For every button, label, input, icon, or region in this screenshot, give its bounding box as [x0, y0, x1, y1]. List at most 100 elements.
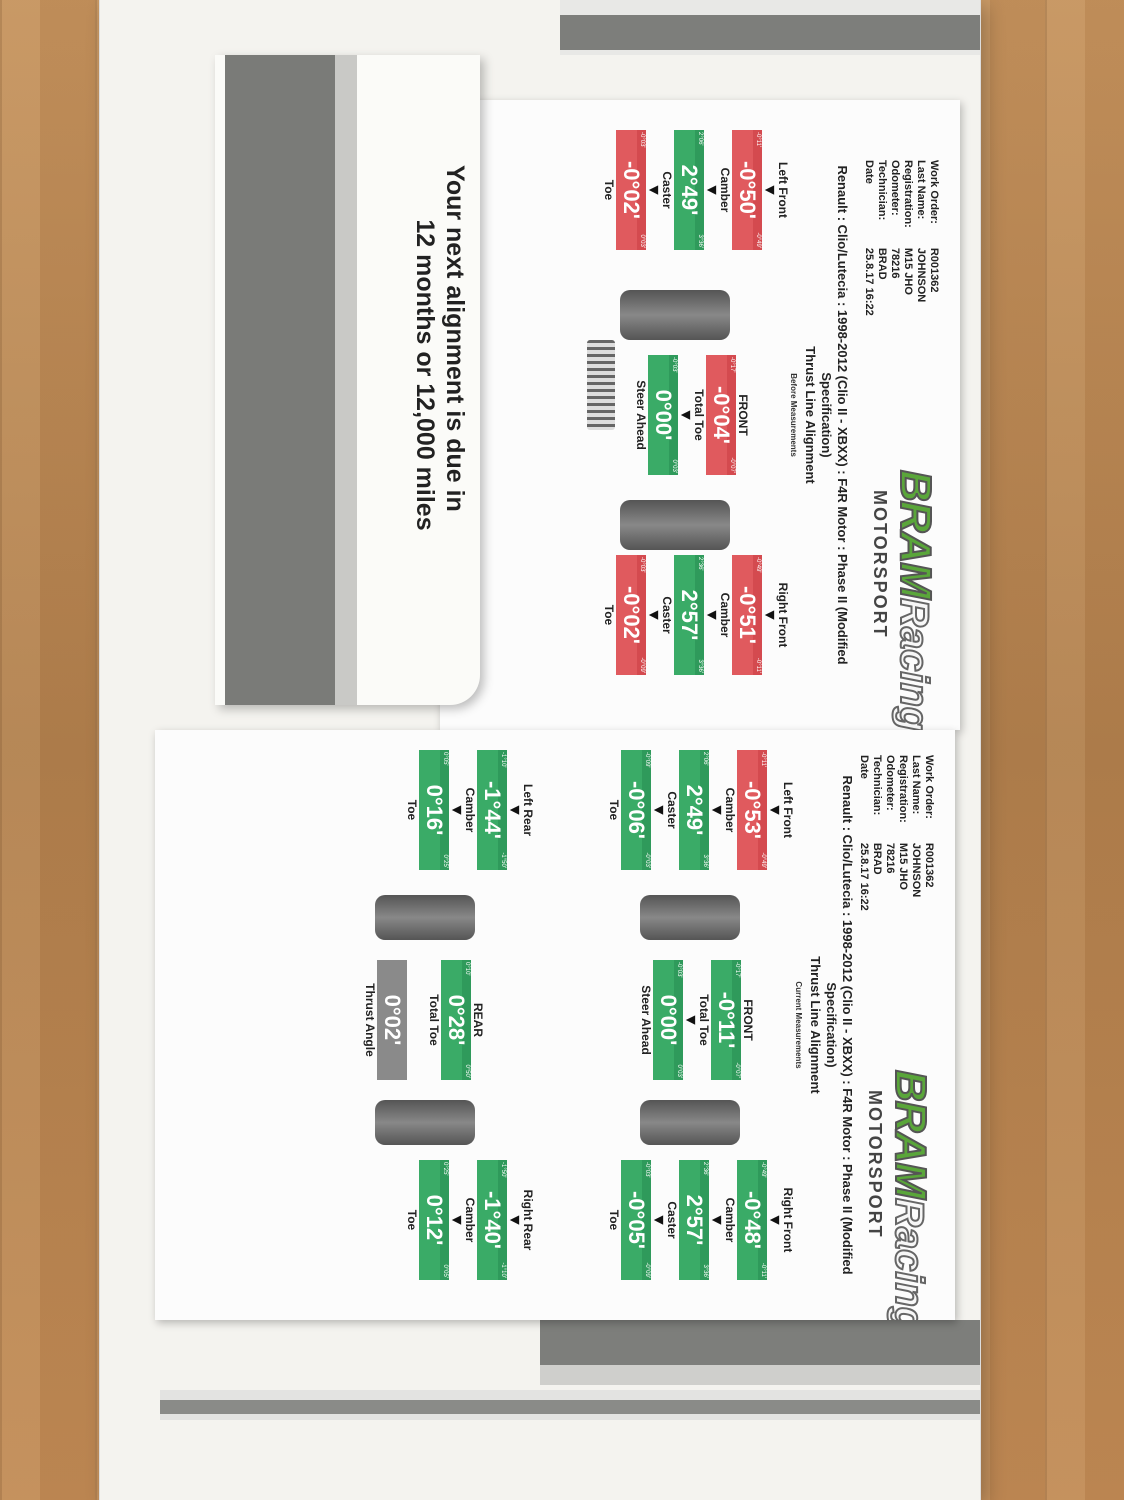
- measurement-subtitle: Before Measurements: [789, 120, 798, 710]
- total-toe-value: -0°11': [714, 992, 739, 1049]
- steer-ahead-value: 0°00': [656, 995, 681, 1046]
- front-total-toe-gauge: FRONT -0°17'-0°04'-0°07' Total Toe ▼ -0°…: [634, 355, 750, 475]
- camber-bar: -1°50'-1°40'-1°10': [477, 1160, 507, 1280]
- total-toe-max: -0°07': [734, 1062, 740, 1078]
- toe-min: -0°03': [639, 557, 645, 573]
- logo-word-motorsport: MOTORSPORT: [869, 490, 890, 730]
- logo-word-bram: BRAM: [891, 470, 940, 598]
- caster-max: 3°36': [702, 854, 708, 868]
- caster-min: 2°36': [697, 557, 703, 571]
- down-arrow-icon: ▼: [704, 130, 718, 250]
- toe-max: 0°25': [442, 854, 448, 868]
- camber-bar: -0°11'-0°53'-0°49': [737, 750, 767, 870]
- title-line-1: Renault : Clio/Lutecia : 1998-2012 (Clio…: [834, 120, 850, 710]
- thrust-angle-value: 0°02': [380, 995, 405, 1046]
- folder-stripe: [160, 1400, 980, 1414]
- front-total-toe-gauge: FRONT -0°17'-0°11'-0°07' Total Toe ▼ -0°…: [639, 960, 755, 1080]
- odometer-label: Odometer:: [888, 160, 901, 228]
- toe-value: -0°02': [619, 586, 644, 644]
- folder-flap: Your next alignment is due in 12 months …: [215, 55, 480, 705]
- toe-bar: -0°03'-0°05'-0°09': [621, 1160, 651, 1280]
- front-title: FRONT: [736, 355, 750, 475]
- camber-value: -1°40': [480, 1191, 505, 1249]
- toe-min: -0°03': [644, 1162, 650, 1178]
- down-arrow-icon: ▼: [646, 555, 660, 675]
- last-name-label: Last Name:: [914, 160, 927, 228]
- logo-word-bram: BRAM: [886, 1070, 935, 1198]
- toe-value: -0°06': [624, 781, 649, 839]
- camber-min: -0°11': [755, 132, 761, 147]
- steer-ahead-min: -0°03': [671, 357, 677, 373]
- camber-label: Camber: [463, 750, 477, 870]
- total-toe-max: -0°07': [729, 457, 735, 473]
- last-name-value: JOHNSON: [909, 843, 922, 911]
- down-arrow-icon: ▼: [507, 1160, 521, 1280]
- front-title: FRONT: [741, 960, 755, 1080]
- toe-bar: 0°05'0°16'0°25': [419, 750, 449, 870]
- work-order-label: Work Order:: [922, 755, 935, 823]
- left-front-wheel: [640, 895, 740, 940]
- logo-word-racing: Racing: [892, 598, 936, 730]
- toe-max: -0°03': [644, 852, 650, 868]
- registration-value: M15 JHO: [901, 248, 914, 316]
- total-toe-bar: -0°17' -0°04' -0°07': [706, 355, 736, 475]
- total-toe-bar: 0°10'0°28'0°50': [441, 960, 471, 1080]
- work-order-label: Work Order:: [927, 160, 940, 228]
- steer-ahead-min: -0°03': [676, 962, 682, 978]
- left-front-wheel: [620, 290, 730, 340]
- date-value: 25.8.17 16:22: [857, 843, 870, 911]
- logo-word-racing: Racing: [887, 1198, 931, 1320]
- right-front-camber-gauge: Right Front ▼ -0°49'-0°51'-0°11' Camber …: [602, 555, 790, 675]
- total-toe-value: -0°04': [709, 386, 734, 444]
- toe-min: -0°03': [639, 132, 645, 148]
- camber-value: -1°44': [480, 781, 505, 839]
- toe-bar: -0°03'-0°02'0°03': [616, 130, 646, 250]
- total-toe-label: Total Toe: [427, 960, 441, 1080]
- left-front-title: Left Front: [781, 750, 795, 870]
- toe-value: 0°16': [422, 785, 447, 836]
- sheet-title: Renault : Clio/Lutecia : 1998-2012 (Clio…: [794, 740, 855, 1310]
- toe-label: Toe: [602, 555, 616, 675]
- total-toe-min: -0°17': [729, 357, 735, 373]
- down-arrow-icon: ▼: [762, 555, 776, 675]
- toe-label: Toe: [602, 130, 616, 250]
- folder-stripe: [560, 15, 980, 50]
- caster-min: 2°06': [702, 752, 708, 766]
- toe-value: 0°12': [422, 1195, 447, 1246]
- camber-min: -1°50': [500, 1162, 506, 1178]
- camber-value: -0°51': [735, 586, 760, 644]
- right-rear-title: Right Rear: [521, 1160, 535, 1280]
- caster-label: Caster: [665, 750, 679, 870]
- camber-max: -0°11': [755, 658, 761, 673]
- toe-max: -0°09': [639, 657, 645, 673]
- camber-max: -0°11': [760, 1263, 766, 1278]
- caster-value: 2°49': [677, 165, 702, 216]
- down-arrow-icon: ▼: [683, 960, 697, 1080]
- technician-label: Technician:: [870, 755, 883, 823]
- work-order-value: R001362: [927, 248, 940, 316]
- caster-min: 2°06': [697, 132, 703, 146]
- steer-ahead-label: Steer Ahead: [639, 960, 653, 1080]
- last-name-label: Last Name:: [909, 755, 922, 823]
- message-line-2: 12 months or 12,000 miles: [410, 165, 440, 585]
- title-line-1: Renault : Clio/Lutecia : 1998-2012 (Clio…: [839, 740, 855, 1310]
- date-value: 25.8.17 16:22: [862, 248, 875, 316]
- camber-bar: -0°49'-0°48'-0°11': [737, 1160, 767, 1280]
- caster-bar: 2°36'2°57'3°36': [679, 1160, 709, 1280]
- down-arrow-icon: ▼: [449, 750, 463, 870]
- caster-label: Caster: [660, 555, 674, 675]
- camber-min: -0°49': [755, 557, 761, 573]
- message-line-1: Your next alignment is due in: [440, 165, 470, 585]
- steer-ahead-max: 0°03': [671, 459, 677, 473]
- toe-max: 0°03': [639, 234, 645, 248]
- down-arrow-icon: ▼: [709, 1160, 723, 1280]
- odometer-value: 78216: [883, 843, 896, 911]
- caster-label: Caster: [660, 130, 674, 250]
- title-line-2: Specification): [818, 120, 834, 710]
- sheet-header: Work Order: Last Name: Registration: Odo…: [862, 160, 940, 316]
- caster-min: 2°36': [702, 1162, 708, 1176]
- camber-bar: -0°11'-0°50'-0°49': [732, 130, 762, 250]
- caster-value: 2°49': [682, 785, 707, 836]
- left-front-title: Left Front: [776, 130, 790, 250]
- rear-total-toe-gauge: REAR 0°10'0°28'0°50' Total Toe 0°02' Thr…: [363, 960, 485, 1080]
